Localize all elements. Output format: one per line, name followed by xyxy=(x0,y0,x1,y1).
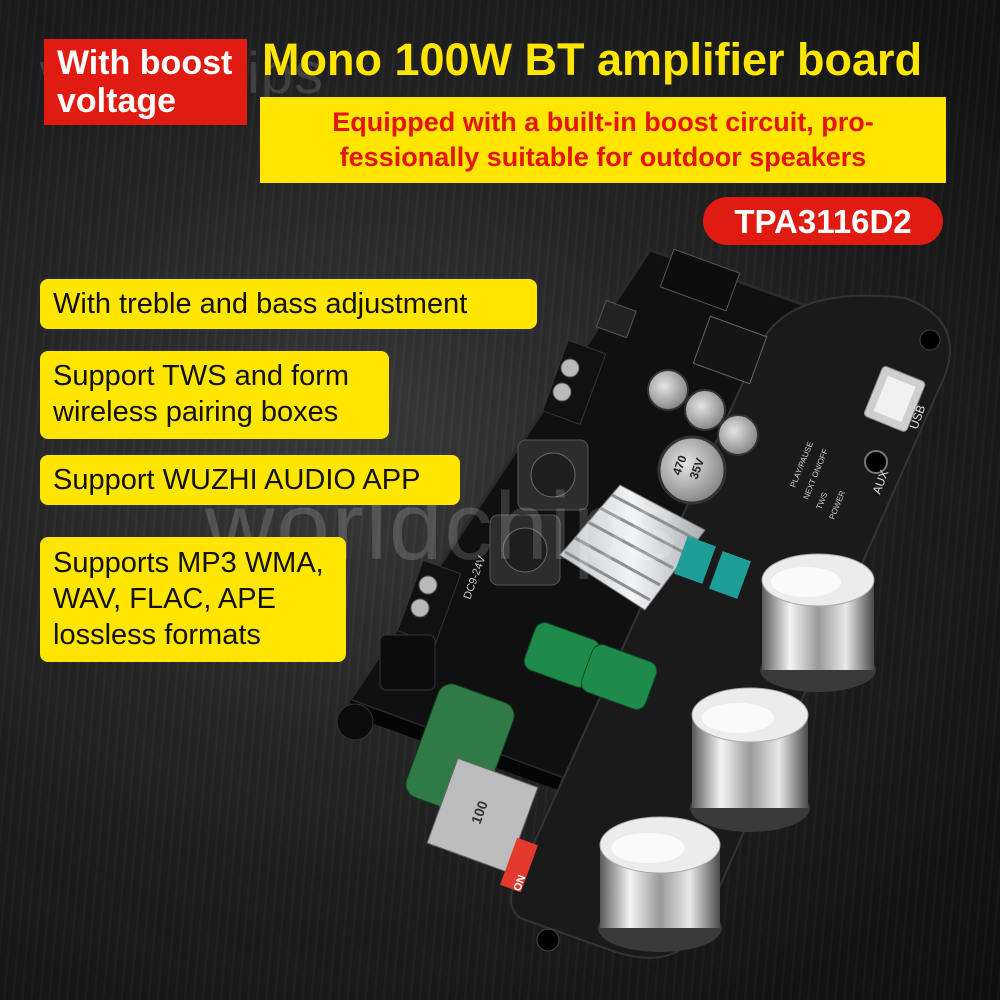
badge-line-2: voltage xyxy=(57,82,177,120)
subtitle-line-1: Equipped with a built-in boost circuit, … xyxy=(332,107,874,137)
on-switch xyxy=(500,837,538,893)
dc-jack-barrel xyxy=(336,703,374,741)
usb-port xyxy=(863,365,926,432)
product-title: Mono 100W BT amplifier board xyxy=(262,34,923,85)
inductor-large-bottom xyxy=(489,514,561,586)
aux-jack xyxy=(864,450,888,474)
feature-3-line-1: Support WUZHI AUDIO APP xyxy=(53,464,421,496)
green-capacitor-2 xyxy=(580,644,658,710)
subtitle-line-2: fessionally suitable for outdoor speaker… xyxy=(339,142,867,172)
power-terminal xyxy=(396,559,462,646)
capacitor-small-3 xyxy=(717,414,759,456)
svg-text:100: 100 xyxy=(468,798,491,826)
feature-4-line-3: lossless formats xyxy=(53,619,261,651)
capacitor-470uf: 470 35V xyxy=(657,435,727,505)
subtitle-box: Equipped with a built-in boost circuit, … xyxy=(260,97,946,183)
dc-jack xyxy=(379,634,436,691)
front-panel xyxy=(510,294,951,959)
chip-model-badge: TPA3116D2 xyxy=(703,197,943,245)
feature-4-line-2: WAV, FLAC, APE xyxy=(53,583,276,615)
boost-voltage-badge: With boost voltage xyxy=(44,39,247,125)
boost-inductor: 100 xyxy=(426,757,539,873)
knob-bottom xyxy=(598,816,722,952)
capacitor-small-2 xyxy=(684,389,726,431)
feature-2-line-2: wireless pairing boxes xyxy=(53,396,339,428)
feature-2-line-1: Support TWS and form xyxy=(53,360,350,392)
svg-text:35V: 35V xyxy=(687,456,707,481)
svg-text:470: 470 xyxy=(670,453,690,477)
mount-hole-top xyxy=(919,329,941,351)
knob-middle xyxy=(690,687,810,832)
on-switch-label: ON xyxy=(512,873,529,893)
feature-formats: Supports MP3 WMA, WAV, FLAC, APE lossles… xyxy=(40,537,346,662)
speaker-terminal xyxy=(541,339,607,426)
feature-tws: Support TWS and form wireless pairing bo… xyxy=(40,351,389,439)
knob-top xyxy=(760,553,876,692)
bluetooth-antenna xyxy=(659,248,741,312)
mount-hole-bottom xyxy=(536,928,560,952)
bt-chip xyxy=(692,315,768,385)
heatsink xyxy=(559,484,706,611)
teal-capacitor-1 xyxy=(674,536,716,584)
teal-capacitor-2 xyxy=(709,551,751,599)
feature-treble-bass: With treble and bass adjustment xyxy=(40,279,537,329)
badge-line-1: With boost xyxy=(57,44,233,82)
capacitor-small-1 xyxy=(647,369,689,411)
feature-1-line-1: With treble and bass adjustment xyxy=(53,288,468,320)
inductor-large-top xyxy=(517,439,589,511)
regulator-chip xyxy=(595,299,637,339)
feature-app: Support WUZHI AUDIO APP xyxy=(40,455,460,505)
feature-4-line-1: Supports MP3 WMA, xyxy=(53,547,324,579)
